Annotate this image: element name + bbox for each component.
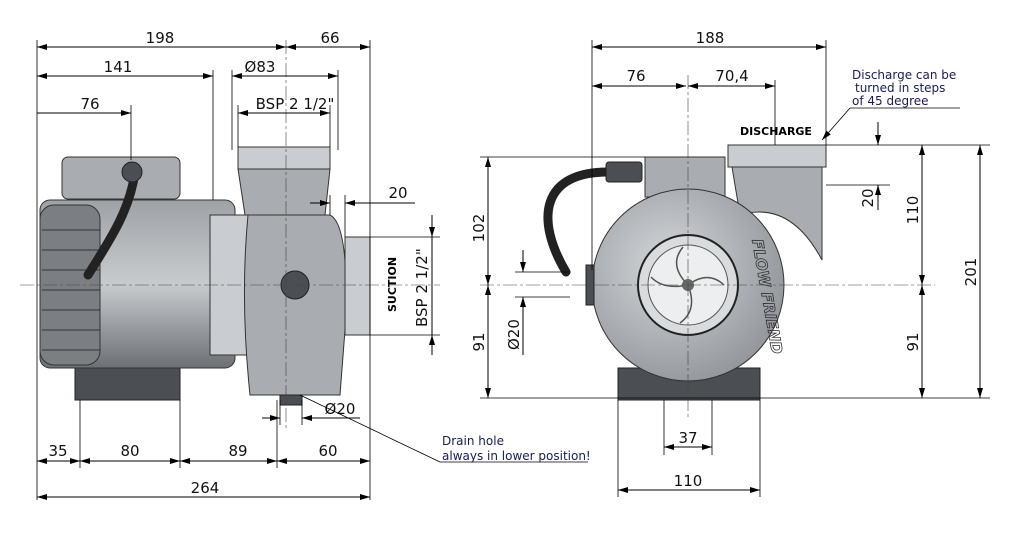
dim-dia-20: Ø20 [325,400,356,418]
suction-thread [344,236,371,336]
drain-note-line1: Drain hole [442,434,504,448]
dim-80: 80 [120,442,139,460]
left-dimensions: 198 66 141 Ø83 76 BSP 2 1/2" 20 SUCTION … [36,29,591,500]
dim-141: 141 [104,58,133,76]
drain-note-line2: always in lower position! [442,449,591,463]
dim-20-right: 20 [859,188,877,207]
dim-198: 198 [146,29,175,47]
dim-bsp-suction: BSP 2 1/2" [413,248,431,327]
dim-dia-20: Ø20 [505,319,523,350]
front-view-pump: FLOW FRIEND [543,144,827,401]
suction-label: SUCTION [386,257,399,312]
cable-gland [121,161,143,183]
dim-66: 66 [320,29,339,47]
dim-89: 89 [228,442,247,460]
dim-35: 35 [48,442,67,460]
motor-foot [74,364,181,401]
cable-gland [605,161,643,183]
dim-76: 76 [80,95,99,113]
discharge-label: DISCHARGE [740,125,812,138]
dim-102: 102 [470,214,488,243]
dim-bsp-outlet: BSP 2 1/2" [256,95,335,113]
dim-264: 264 [191,479,220,497]
discharge-note-line3: of 45 degree [852,94,929,108]
pump-housing [243,214,347,396]
dim-20: 20 [388,184,407,202]
dim-201: 201 [962,258,980,287]
discharge-note-line2: turned in steps [855,81,945,95]
dim-91-right: 91 [904,332,922,351]
discharge-neck [237,168,331,216]
dim-188: 188 [696,29,725,47]
discharge-thread [237,146,331,170]
side-view-pump [39,146,371,406]
right-dimensions: 188 76 70,4 102 91 Ø20 20 110 91 201 37 [470,29,990,497]
power-cable [83,167,140,280]
dim-110-right: 110 [904,196,922,225]
power-cable [543,167,617,277]
drain-plug [279,394,303,406]
discharge-thread [727,144,827,168]
discharge-note-line1: Discharge can be [852,68,956,82]
dim-60: 60 [318,442,337,460]
dim-91-left: 91 [470,332,488,351]
dim-37: 37 [678,429,697,447]
dim-dia-83: Ø83 [245,58,276,76]
terminal-box [61,156,181,200]
dim-110-bottom: 110 [674,472,703,490]
dim-76: 76 [626,67,645,85]
dim-70-4: 70,4 [715,67,748,85]
